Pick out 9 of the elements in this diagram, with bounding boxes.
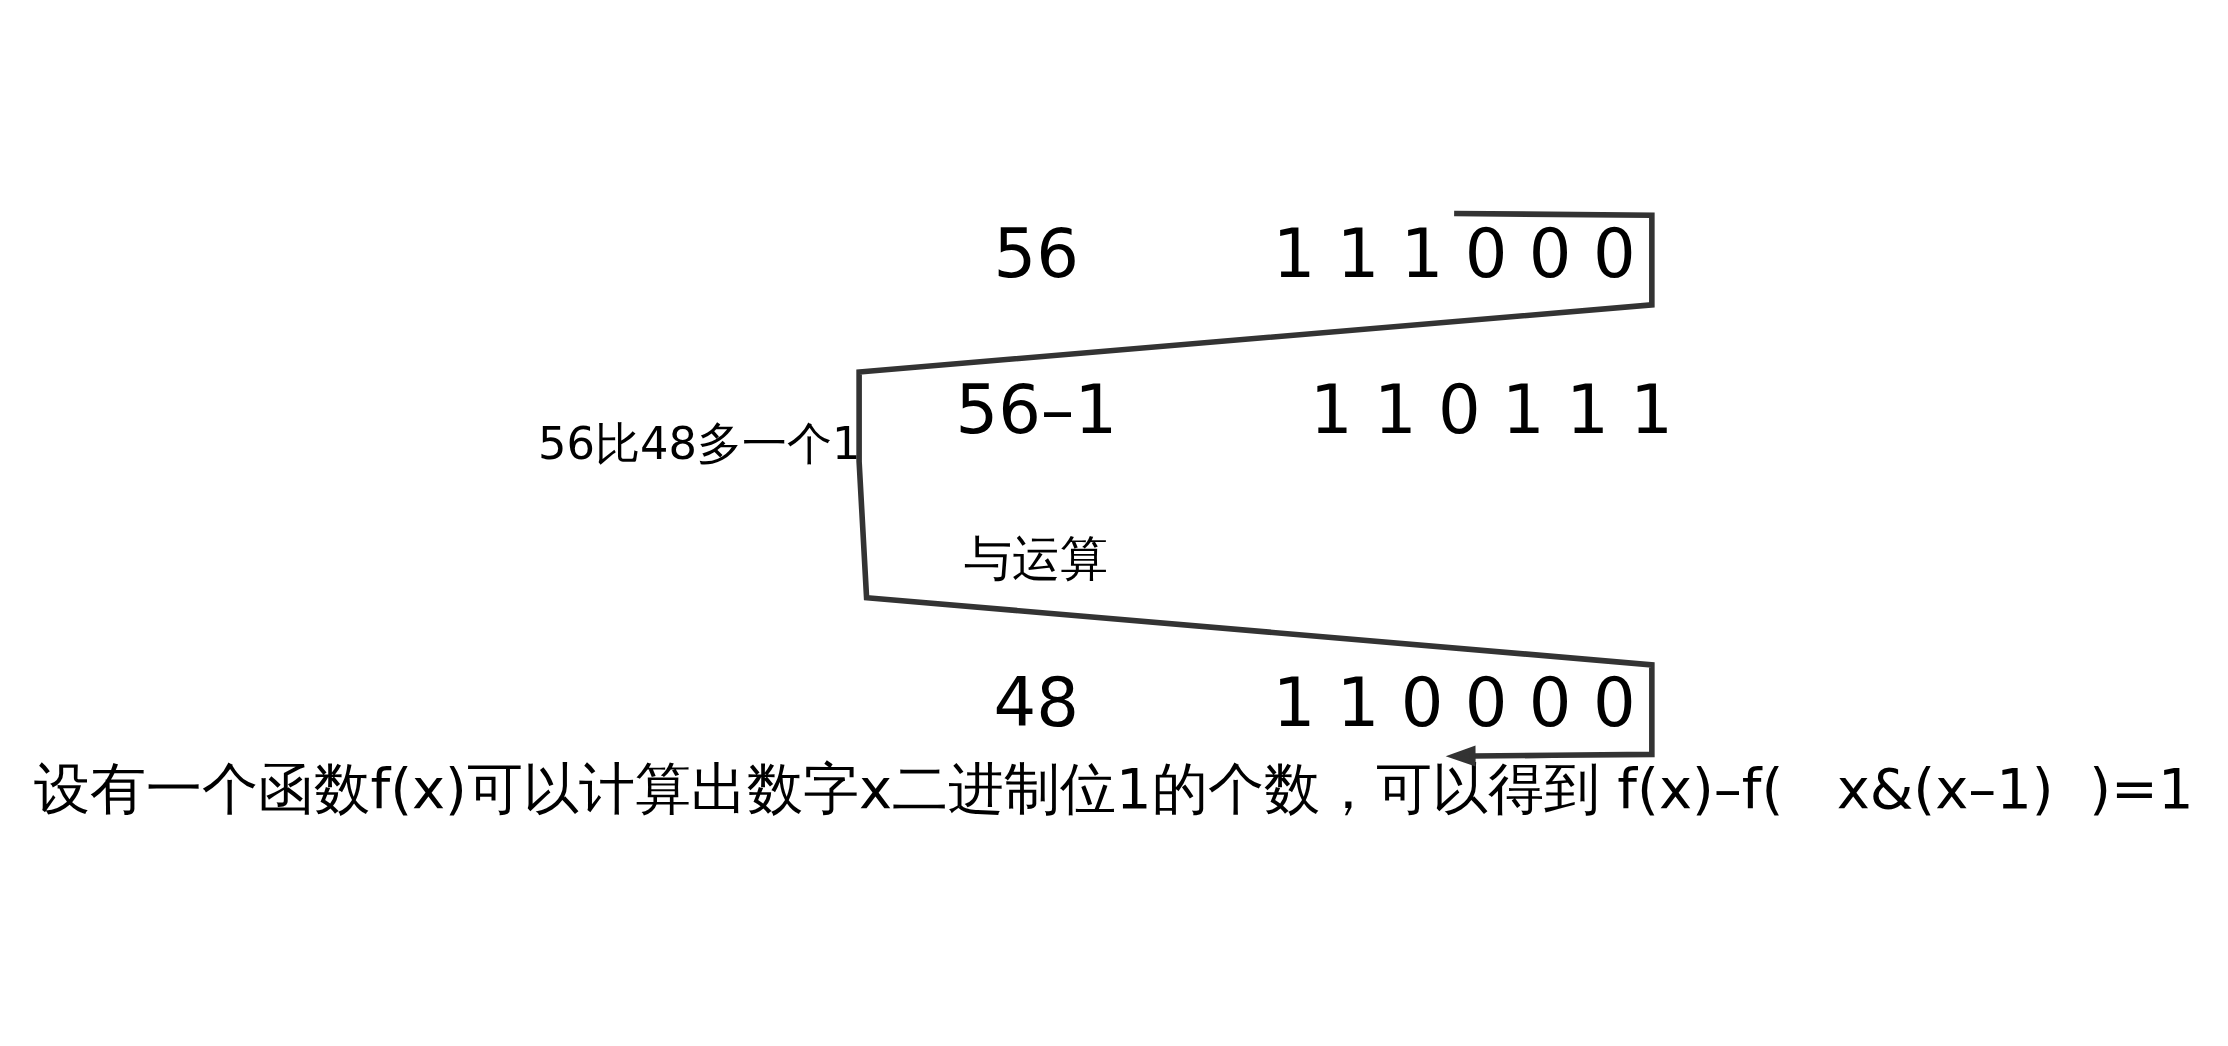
arrow (856, 210, 1655, 767)
caption: 设有一个函数f(x)可以计算出数字x二进制位1的个数，可以得到 f(x)–f( x&(x–1) )=1 (34, 756, 2194, 822)
label: 56 (993, 214, 1080, 293)
label: 56–1 (955, 371, 1118, 450)
label: 48 (993, 664, 1080, 743)
label: 1 1 0 1 1 1 (1309, 371, 1673, 450)
node-text: 1 1 1 0 0 0 (1272, 214, 1636, 293)
node-text: 1 1 0 0 0 0 (1272, 664, 1636, 743)
label: 与运算 (964, 529, 1109, 586)
